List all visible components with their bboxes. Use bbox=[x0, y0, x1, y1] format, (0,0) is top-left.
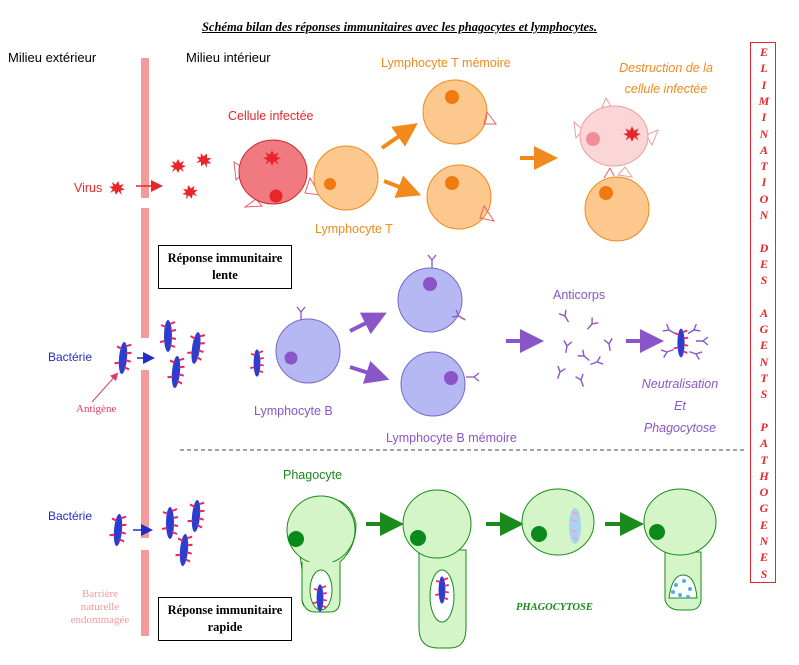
cellule-infectee-shape bbox=[233, 139, 321, 208]
elimination-letter: O bbox=[759, 191, 769, 206]
lymphocyte-b-memoire-label: Lymphocyte B mémoire bbox=[386, 431, 517, 445]
neutralisation-line-1: Neutralisation bbox=[641, 377, 719, 391]
barriere-line-1: Barrière bbox=[81, 588, 119, 600]
reponse-rapide-line-1: Réponse immunitaire bbox=[167, 603, 283, 617]
milieu-exterieur-label: Milieu extérieur bbox=[8, 50, 97, 65]
elimination-letter: G bbox=[759, 501, 769, 516]
antigene-arrow bbox=[91, 372, 119, 403]
lymphocyte-t-shape bbox=[313, 145, 379, 211]
reponse-lente-line-2: lente bbox=[212, 268, 238, 282]
elimination-letter: E bbox=[759, 256, 768, 271]
lymphocyte-b-memoire-bottom bbox=[400, 351, 480, 417]
elimination-letter: T bbox=[760, 371, 768, 385]
virus-label: Virus bbox=[74, 181, 103, 195]
elimination-letter: S bbox=[760, 387, 768, 402]
destruction-label: Destruction de la cellule infectée bbox=[606, 58, 726, 100]
reponse-rapide-box: Réponse immunitaire rapide bbox=[158, 597, 292, 641]
elimination-letter: E bbox=[759, 45, 768, 59]
destruction-line-2: cellule infectée bbox=[624, 82, 708, 96]
elimination-letter: S bbox=[760, 273, 768, 288]
bacteria-group-1 bbox=[112, 319, 208, 390]
lymphocyte-b-label: Lymphocyte B bbox=[254, 404, 333, 418]
barriere-line-3: endommagée bbox=[70, 614, 130, 626]
elimination-letter: E bbox=[759, 550, 768, 565]
lymphocyte-b-shape bbox=[249, 306, 341, 384]
bacteria-group-2 bbox=[107, 498, 207, 568]
elimination-letter: T bbox=[760, 452, 768, 467]
neutralisation-label: Neutralisation Et Phagocytose bbox=[628, 373, 732, 439]
elimination-letter: A bbox=[759, 142, 768, 157]
destruction-cellule-shape bbox=[573, 96, 659, 242]
lymphocyte-t-memoire-label: Lymphocyte T mémoire bbox=[381, 56, 511, 70]
virus-icon bbox=[107, 150, 215, 201]
elimination-letter: A bbox=[759, 305, 768, 320]
reponse-rapide-line-2: rapide bbox=[207, 620, 243, 634]
elimination-letter: T bbox=[760, 159, 768, 174]
lymphocyte-t-label: Lymphocyte T bbox=[315, 222, 393, 236]
phagocyte-stage-4 bbox=[643, 488, 717, 611]
lymphocyte-t-memoire-bottom bbox=[426, 164, 496, 230]
lymphocyte-b-memoire-top bbox=[397, 254, 466, 333]
neutralisation-shape bbox=[660, 323, 709, 361]
phagocyte-stage-2 bbox=[402, 489, 472, 649]
phagocyte-label: Phagocyte bbox=[283, 468, 343, 482]
barriere-label: Barrière naturelle endommagée bbox=[62, 588, 138, 627]
elimination-letter: L bbox=[760, 61, 768, 76]
bacterie-label-1: Bactérie bbox=[48, 350, 93, 364]
elimination-letter: E bbox=[759, 338, 768, 353]
phagocyte-stage-1 bbox=[286, 495, 357, 613]
phagocyte-stage-3 bbox=[521, 488, 595, 556]
phagocytose-label: PHAGOCYTOSE bbox=[516, 602, 593, 613]
elimination-letter: N bbox=[759, 126, 769, 141]
anticorps-label: Anticorps bbox=[553, 288, 606, 302]
elimination-letter: I bbox=[761, 175, 767, 190]
elimination-letter: N bbox=[759, 354, 769, 369]
reponse-lente-line-1: Réponse immunitaire bbox=[167, 251, 283, 265]
anticorps-shapes bbox=[553, 308, 615, 389]
neutralisation-line-2: Et bbox=[674, 399, 686, 413]
elimination-letter: S bbox=[760, 566, 768, 581]
elimination-letter: A bbox=[759, 436, 768, 451]
elimination-letter: M bbox=[758, 93, 770, 108]
elimination-letter: I bbox=[761, 110, 767, 125]
barriere-line-2: naturelle bbox=[80, 601, 120, 613]
milieu-interieur-label: Milieu intérieur bbox=[186, 50, 271, 65]
bacterie-label-2: Bactérie bbox=[48, 509, 93, 523]
elimination-letter: N bbox=[759, 208, 769, 222]
reponse-lente-box: Réponse immunitaire lente bbox=[158, 245, 292, 289]
diagram-title: Schéma bilan des réponses immunitaires a… bbox=[201, 20, 598, 34]
elimination-letter: D bbox=[759, 240, 769, 255]
cellule-infectee-label: Cellule infectée bbox=[228, 109, 314, 123]
neutralisation-line-3: Phagocytose bbox=[643, 421, 717, 435]
destruction-line-1: Destruction de la bbox=[619, 61, 713, 75]
lymphocyte-t-memoire-top bbox=[422, 79, 497, 145]
elimination-letter: E bbox=[759, 517, 768, 532]
elimination-letter: I bbox=[761, 77, 767, 92]
elimination-letter: P bbox=[760, 419, 768, 434]
antigene-label: Antigène bbox=[76, 403, 117, 415]
barrier-wall bbox=[141, 58, 149, 636]
elimination-letter: G bbox=[759, 322, 769, 337]
elimination-letter: O bbox=[759, 485, 769, 500]
elimination-letter: H bbox=[759, 468, 769, 483]
elimination-letter: N bbox=[759, 534, 769, 548]
